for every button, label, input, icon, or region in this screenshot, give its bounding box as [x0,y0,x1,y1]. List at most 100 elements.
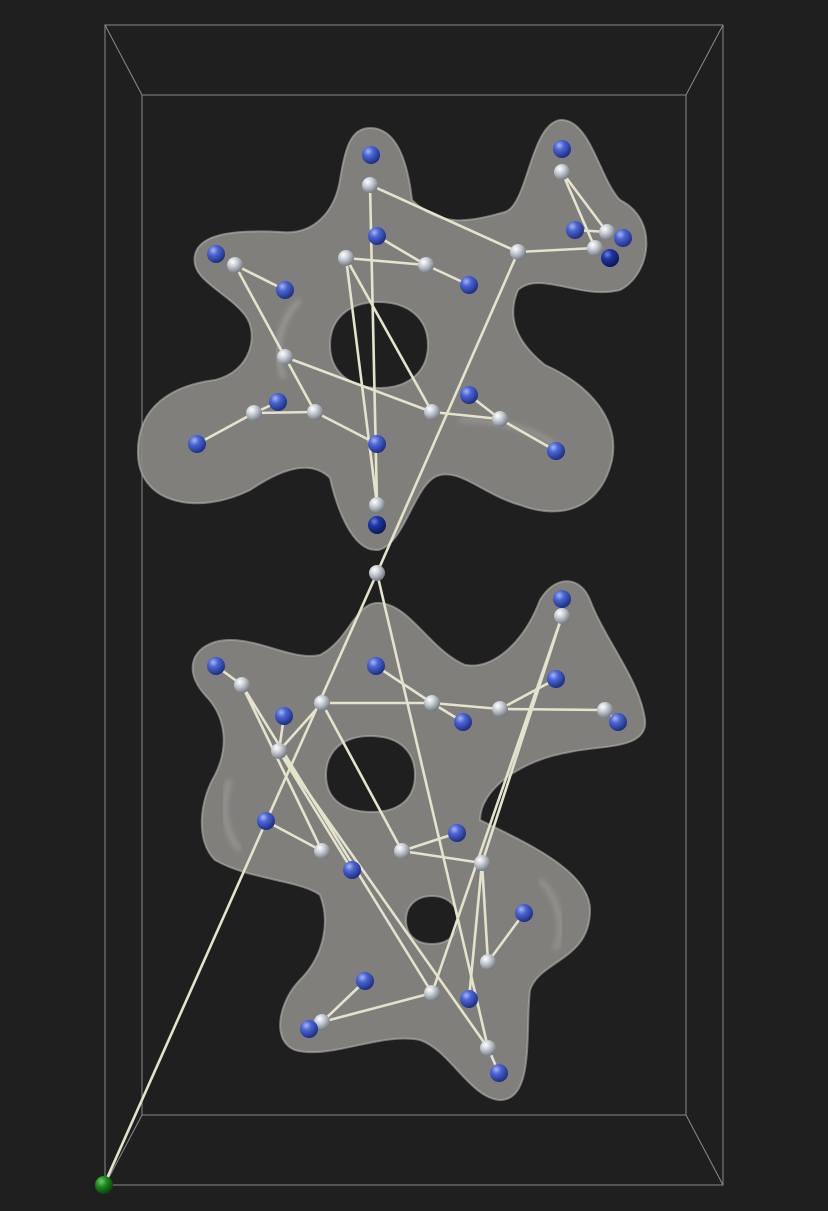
atom-blue[interactable] [343,861,361,879]
box-edge [685,24,724,96]
atom-grey[interactable] [492,411,508,427]
atom-grey[interactable] [362,177,378,193]
atom-grey[interactable] [307,404,323,420]
atom-grey[interactable] [314,695,330,711]
bond [233,263,287,292]
atom-blue[interactable] [460,386,478,404]
box-edge [104,24,143,96]
atom-blue[interactable] [275,707,293,725]
bonds [102,170,620,1187]
box-edge [685,1114,724,1186]
bond [344,256,434,414]
atom-grey[interactable] [314,843,330,859]
bond [467,861,484,1001]
bond [368,183,520,254]
atom-blue[interactable] [553,590,571,608]
atom-blue[interactable] [356,972,374,990]
bond [430,410,502,421]
atom-grey[interactable] [554,608,570,624]
bond [374,664,434,705]
bond [375,234,428,267]
atom-grey[interactable] [338,250,354,266]
atom-blue[interactable] [553,140,571,158]
atom-grey[interactable] [510,244,526,260]
atom-blue[interactable] [362,146,380,164]
isosurface-upper [136,118,648,552]
bond [233,263,287,359]
atom-grey[interactable] [227,257,243,273]
bond [498,707,607,712]
atom-grey[interactable] [424,985,440,1001]
box-edge [104,1114,143,1186]
atom-grey[interactable] [246,405,262,421]
atom-grey[interactable] [277,349,293,365]
origin-marker-green[interactable] [95,1176,113,1194]
atom-blue[interactable] [460,276,478,294]
bond [400,849,484,865]
bond [283,355,317,414]
atom-grey[interactable] [554,164,570,180]
bond [430,614,564,995]
atom-grey[interactable] [369,565,385,581]
atom-grey[interactable] [474,855,490,871]
atom-grey[interactable] [369,497,385,513]
atom-blue[interactable] [207,245,225,263]
atom-grey[interactable] [314,1014,330,1030]
atom-blue[interactable] [368,435,386,453]
atom-grey[interactable] [418,257,434,273]
atom-blue[interactable] [566,221,584,239]
bond [498,417,558,453]
bond [283,355,434,414]
bond [320,979,367,1024]
atom-grey[interactable] [234,677,250,693]
atom-blue[interactable] [460,990,478,1008]
atom-grey[interactable] [597,702,613,718]
simulation-box [104,24,724,1186]
atom-blue[interactable] [547,442,565,460]
atom-blue[interactable] [614,229,632,247]
bond [264,819,324,853]
atom-blue[interactable] [367,657,385,675]
atom-blue[interactable] [490,1064,508,1082]
atom-grey[interactable] [480,1040,496,1056]
surface-highlight [538,878,562,951]
atom-blue[interactable] [276,281,294,299]
atom-blue[interactable] [300,1020,318,1038]
atom-grey[interactable] [394,843,410,859]
bond [498,677,558,711]
atom-blue[interactable] [547,670,565,688]
atom-grey[interactable] [599,224,615,240]
bond [320,701,404,853]
atoms [95,140,632,1194]
atom-blue[interactable] [515,904,533,922]
atom-dark-blue[interactable] [368,516,386,534]
bond [320,991,434,1024]
bond [240,683,324,853]
surface-highlight [276,298,302,379]
atom-grey[interactable] [424,404,440,420]
isosurface-lower [191,580,647,1102]
bond [430,701,502,711]
surface-highlight [223,779,242,852]
atom-blue[interactable] [257,812,275,830]
atom-blue[interactable] [188,435,206,453]
atom-blue[interactable] [207,657,225,675]
atom-grey[interactable] [480,954,496,970]
atom-blue[interactable] [269,393,287,411]
bond [486,911,526,964]
atom-grey[interactable] [492,701,508,717]
atom-grey[interactable] [587,240,603,256]
atom-blue[interactable] [454,713,472,731]
bond [344,256,428,267]
atom-blue[interactable] [448,824,466,842]
atom-grey[interactable] [271,743,287,759]
bond [480,861,490,964]
atom-blue[interactable] [368,227,386,245]
atom-grey[interactable] [424,695,440,711]
atom-blue[interactable] [609,713,627,731]
bond [277,749,354,872]
atom-dark-blue[interactable] [601,249,619,267]
bond [400,831,459,853]
